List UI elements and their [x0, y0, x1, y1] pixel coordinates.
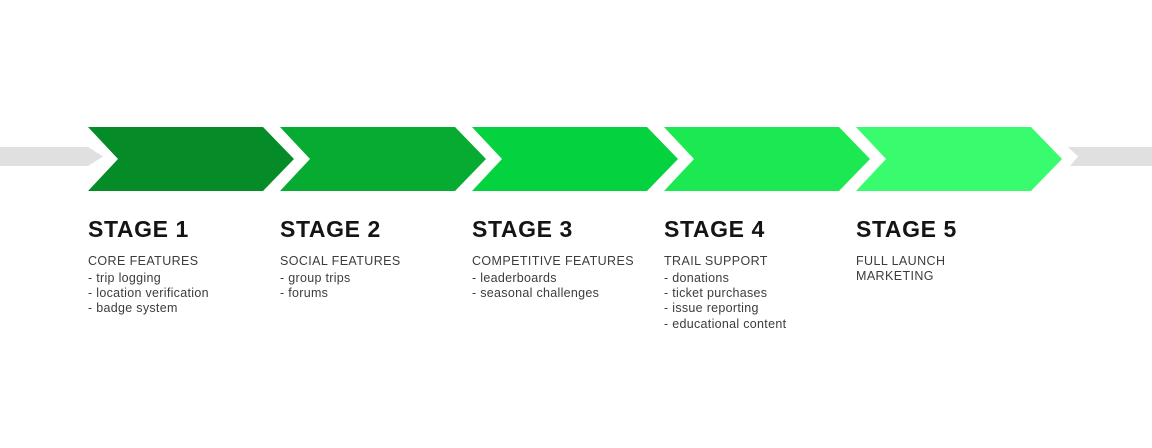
stage-4-subtitle: TRAIL SUPPORT [664, 254, 768, 268]
stage-2-items: - group trips - forums [280, 271, 460, 301]
stage-2-column: STAGE 2 SOCIAL FEATURES - group trips - … [280, 217, 460, 301]
stage-item: - ticket purchases [664, 286, 768, 301]
stage-item: - forums [280, 286, 329, 301]
stage-1-items: - trip logging - location verification -… [88, 271, 268, 317]
stage-3-items: - leaderboards - seasonal challenges [472, 271, 652, 301]
stage-item: - trip logging [88, 271, 161, 285]
stage-item: - group trips [280, 271, 351, 285]
stage-2-title: STAGE 2 [280, 216, 381, 242]
timeline-line-right [1068, 147, 1152, 166]
stage-4-title: STAGE 4 [664, 216, 765, 242]
stage-item: - educational content [664, 316, 787, 331]
stage-item: - leaderboards [472, 271, 557, 285]
stage-4-items: - donations - ticket purchases - issue r… [664, 271, 844, 332]
stage-3-subtitle: COMPETITIVE FEATURES [472, 254, 634, 268]
stage-3-chevron [472, 127, 678, 191]
stage-5-subtitle: FULL LAUNCH MARKETING [856, 254, 946, 283]
stage-item: - donations [664, 271, 730, 285]
stage-3-title: STAGE 3 [472, 216, 573, 242]
stage-4-chevron [664, 127, 870, 191]
stage-item: - seasonal challenges [472, 286, 600, 301]
stage-5-chevron [856, 127, 1062, 191]
stage-1-title: STAGE 1 [88, 216, 189, 242]
stage-item: - issue reporting [664, 301, 759, 316]
stage-1-column: STAGE 1 CORE FEATURES - trip logging - l… [88, 217, 268, 317]
stage-2-subtitle: SOCIAL FEATURES [280, 254, 401, 268]
timeline-line-left [0, 147, 103, 166]
stage-item: - location verification [88, 286, 209, 301]
stage-2-chevron [280, 127, 486, 191]
stage-1-chevron [88, 127, 294, 191]
stage-item: - badge system [88, 301, 178, 316]
stage-1-subtitle: CORE FEATURES [88, 254, 199, 268]
stage-5-title: STAGE 5 [856, 216, 957, 242]
stage-5-column: STAGE 5 FULL LAUNCH MARKETING [856, 217, 1036, 286]
stage-4-column: STAGE 4 TRAIL SUPPORT - donations - tick… [664, 217, 844, 332]
stage-3-column: STAGE 3 COMPETITIVE FEATURES - leaderboa… [472, 217, 652, 301]
